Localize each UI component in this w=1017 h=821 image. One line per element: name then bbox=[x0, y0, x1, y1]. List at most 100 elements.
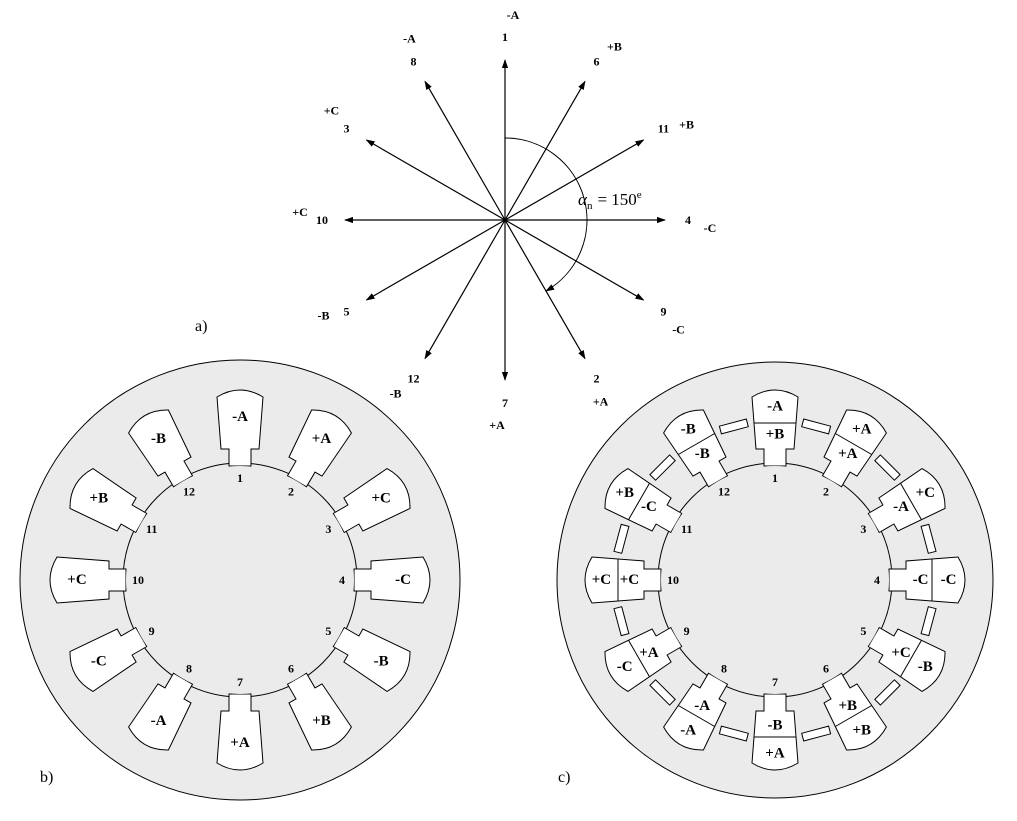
stator-c-slot-6 bbox=[821, 672, 887, 751]
stator-b-slot-number-1: 1 bbox=[237, 471, 243, 485]
stator-c-coil-inner-5: +C bbox=[891, 645, 910, 661]
phasor-number-1: 1 bbox=[502, 30, 508, 44]
phasor-arrow-9 bbox=[504, 219, 645, 301]
stator-c-coil-outer-8: -A bbox=[680, 722, 696, 738]
stator-b-slot-6 bbox=[286, 672, 352, 751]
stator-c-coil-inner-2: +A bbox=[838, 446, 858, 462]
panel-label-b: b) bbox=[40, 769, 53, 786]
phasor-phase-8: -A bbox=[403, 31, 416, 45]
stator-c-slot-4 bbox=[888, 556, 966, 604]
angle-arc bbox=[504, 137, 588, 292]
stator-b-slot-number-2: 2 bbox=[288, 485, 294, 499]
stator-c-coil-inner-7: -B bbox=[768, 718, 783, 734]
stator-c-layer-divider bbox=[628, 640, 650, 677]
stator-c-slot-7 bbox=[751, 693, 799, 771]
stator-c-slot-12 bbox=[663, 409, 729, 488]
stator-c-end-connector bbox=[920, 606, 937, 637]
phasor-number-11: 11 bbox=[658, 122, 669, 136]
stator-b-coil-7: +A bbox=[230, 735, 250, 751]
stator-c-layer-divider bbox=[678, 705, 715, 727]
phasor-phase-12: -B bbox=[390, 387, 402, 401]
stator-c-layer-divider bbox=[835, 705, 872, 727]
stator-b-coil-9: -C bbox=[91, 654, 107, 670]
stator-c-coil-inner-11: -C bbox=[641, 499, 657, 515]
stator-c-slot-11 bbox=[604, 468, 683, 534]
stator-b-slot-number-3: 3 bbox=[325, 522, 331, 536]
stator-c-layer-divider bbox=[900, 640, 922, 677]
stator-double-layer: -A+B1+A+A2+C-A3-C-C4-B+C5+B+B6+A-B7-A-A8… bbox=[556, 361, 994, 799]
stator-c-coil-inner-12: -B bbox=[695, 446, 710, 462]
stator-c-slot-9 bbox=[604, 626, 683, 692]
phasor-number-5: 5 bbox=[344, 305, 350, 319]
stator-c-coil-outer-5: -B bbox=[918, 659, 933, 675]
stator-c-coil-inner-9: +A bbox=[639, 645, 659, 661]
stator-b-coil-5: -B bbox=[374, 654, 389, 670]
phasor-number-9: 9 bbox=[660, 305, 666, 319]
stator-b-slot-number-8: 8 bbox=[186, 661, 192, 675]
phasor-arrow-6 bbox=[504, 80, 586, 221]
stator-c-coil-inner-8: -A bbox=[694, 698, 710, 714]
stator-c-coil-outer-9: -C bbox=[617, 659, 633, 675]
stator-c-slot-number-2: 2 bbox=[823, 485, 829, 499]
panel-label-a: a) bbox=[195, 318, 207, 335]
phasor-number-8: 8 bbox=[411, 55, 417, 69]
stator-b-slot-1 bbox=[216, 389, 264, 467]
stator-b-slot-number-4: 4 bbox=[339, 573, 345, 587]
phasor-phase-2: +A bbox=[593, 395, 609, 409]
stator-c-coil-outer-10: +C bbox=[592, 572, 611, 588]
stator-c-slot-number-7: 7 bbox=[772, 675, 778, 689]
phasor-arrow-2 bbox=[504, 219, 586, 360]
stator-b-slot-7 bbox=[216, 693, 264, 771]
stator-c-layer-divider bbox=[628, 483, 650, 520]
stator-c-layer-divider bbox=[835, 433, 872, 455]
stator-b-bore-fill bbox=[126, 466, 354, 694]
phasor-phase-10: +C bbox=[292, 205, 308, 219]
stator-c-end-connector bbox=[801, 725, 832, 742]
stator-b-coil-1: -A bbox=[232, 409, 248, 425]
stator-c-coil-outer-1: -A bbox=[767, 398, 783, 414]
stator-c-end-connector bbox=[874, 454, 901, 481]
stator-c-coil-inner-4: -C bbox=[913, 572, 929, 588]
stator-b-coil-4: -C bbox=[395, 572, 411, 588]
stator-b-slot-11 bbox=[69, 468, 148, 534]
stator-c-bore-fill bbox=[661, 466, 889, 694]
stator-c-end-connector bbox=[874, 679, 901, 706]
stator-c-end-connector bbox=[613, 606, 630, 637]
stator-b-coil-8: -A bbox=[151, 713, 167, 729]
phasor-star-diagram: 1-A2+A3+C4-C5-B6+B7+A8-A9-C10+C11+B12-Bα… bbox=[292, 8, 716, 432]
phasor-arrow-3 bbox=[365, 139, 506, 221]
stator-b-slot-4 bbox=[353, 556, 431, 604]
stator-c-coil-inner-10: +C bbox=[620, 572, 639, 588]
phasor-phase-1: -A bbox=[507, 8, 520, 22]
stator-b-coil-2: +A bbox=[312, 431, 332, 447]
phasor-number-3: 3 bbox=[344, 122, 350, 136]
phasor-phase-9: -C bbox=[672, 322, 685, 336]
stator-b-coil-6: +B bbox=[312, 713, 331, 729]
stator-c-slot-1 bbox=[751, 389, 799, 467]
phasor-phase-4: -C bbox=[704, 221, 717, 235]
phasor-number-4: 4 bbox=[685, 213, 691, 227]
stator-b-slot-number-6: 6 bbox=[288, 661, 294, 675]
stator-c-slot-8 bbox=[663, 672, 729, 751]
stator-c-slot-number-4: 4 bbox=[874, 573, 880, 587]
stator-b-coil-11: +B bbox=[90, 491, 109, 507]
stator-c-slot-number-6: 6 bbox=[823, 661, 829, 675]
stator-c-end-connector bbox=[613, 523, 630, 554]
phasor-phase-11: +B bbox=[679, 117, 694, 131]
stator-c-end-connector bbox=[801, 418, 832, 435]
stator-c-slot-10 bbox=[584, 556, 662, 604]
stator-c-coil-outer-2: +A bbox=[852, 422, 872, 438]
stator-b-coil-10: +C bbox=[67, 572, 86, 588]
stator-c-slot-number-3: 3 bbox=[860, 522, 866, 536]
phasor-arrow-12 bbox=[424, 219, 506, 360]
phasor-phase-5: -B bbox=[317, 309, 329, 323]
stator-b-coil-12: -B bbox=[151, 431, 166, 447]
stator-b-slot-10 bbox=[49, 556, 127, 604]
stator-c-slot-number-8: 8 bbox=[721, 661, 727, 675]
stator-c-coil-inner-6: +B bbox=[838, 698, 857, 714]
stator-c-coil-outer-7: +A bbox=[765, 746, 785, 762]
phasor-arrow-11 bbox=[504, 139, 645, 221]
stator-c-slot-number-12: 12 bbox=[718, 485, 730, 499]
stator-c-slot-5 bbox=[867, 626, 946, 692]
